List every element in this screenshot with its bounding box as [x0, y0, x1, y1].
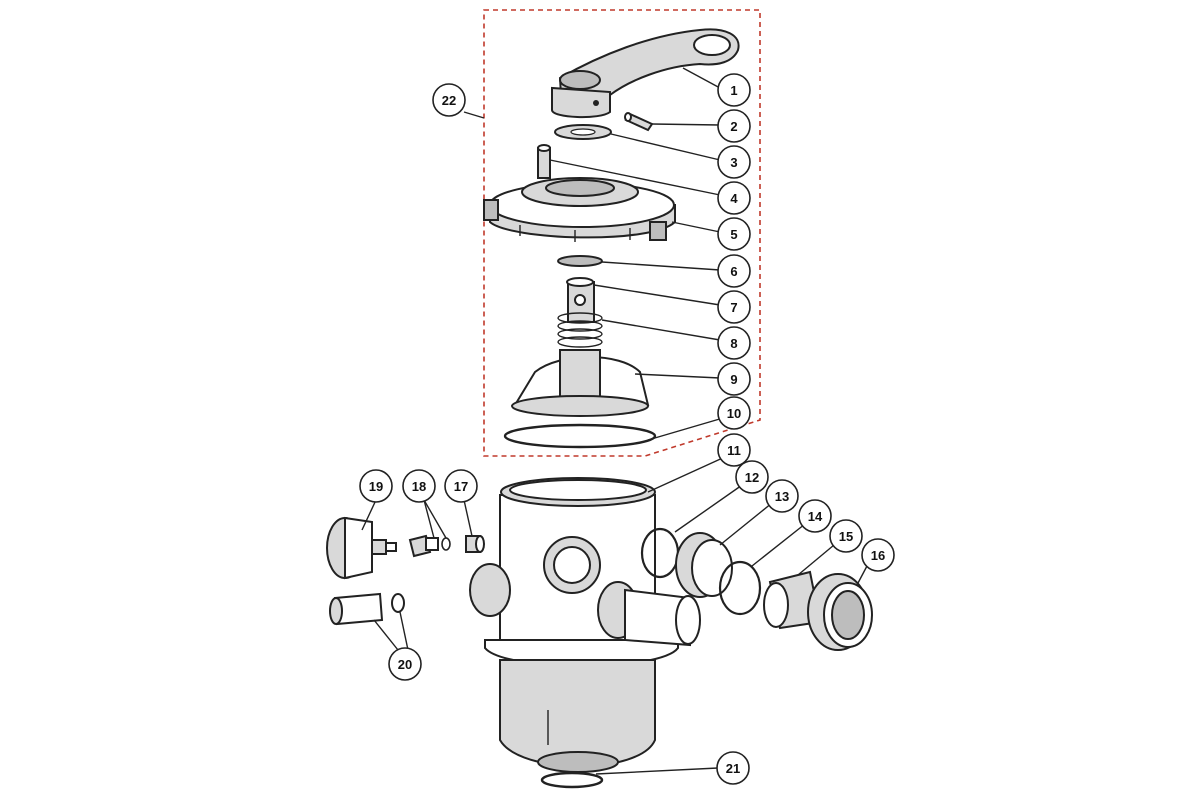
callout-14: 14: [798, 499, 832, 533]
part-5-valve-cover: [483, 177, 676, 242]
svg-text:6: 6: [730, 264, 737, 279]
svg-text:20: 20: [398, 657, 412, 672]
svg-text:19: 19: [369, 479, 383, 494]
svg-text:11: 11: [727, 443, 741, 458]
leader-lines: [361, 67, 868, 775]
callout-20: 20: [388, 647, 422, 681]
callout-4: 4: [717, 181, 751, 215]
svg-text:18: 18: [412, 479, 426, 494]
callout-21: 21: [716, 751, 750, 785]
part-8-spring: [557, 312, 603, 348]
callout-3: 3: [717, 145, 751, 179]
svg-text:15: 15: [839, 529, 853, 544]
svg-text:5: 5: [730, 227, 737, 242]
svg-text:17: 17: [454, 479, 468, 494]
svg-text:3: 3: [730, 155, 737, 170]
callout-11: 11: [717, 433, 751, 467]
callout-1: 1: [717, 73, 751, 107]
part-21-o-ring: [540, 771, 604, 789]
callout-7: 7: [717, 290, 751, 324]
svg-text:16: 16: [871, 548, 885, 563]
callout-22: 22: [432, 83, 466, 117]
assembly-22-frame: [483, 9, 761, 457]
callout-2: 2: [717, 109, 751, 143]
callout-15: 15: [829, 519, 863, 553]
svg-text:22: 22: [442, 93, 456, 108]
svg-text:4: 4: [730, 191, 738, 206]
part-7-spindle: [566, 277, 595, 323]
part-17-plug: [465, 535, 485, 553]
part-11-valve-body: [469, 477, 701, 773]
svg-text:8: 8: [730, 336, 737, 351]
svg-text:21: 21: [726, 761, 740, 776]
part-2-pin: [624, 112, 654, 132]
callout-10: 10: [717, 396, 751, 430]
callout-6: 6: [717, 254, 751, 288]
part-10-o-ring: [503, 423, 657, 449]
part-3-washer: [554, 124, 612, 140]
part-20-sight-glass: [329, 592, 405, 626]
svg-text:2: 2: [730, 119, 737, 134]
callout-12: 12: [735, 460, 769, 494]
callout-5: 5: [717, 217, 751, 251]
callout-18: 18: [402, 469, 436, 503]
part-18-drain-plug: [408, 534, 451, 558]
part-13-union-nut: [675, 532, 733, 598]
callout-19: 19: [359, 469, 393, 503]
part-19-pressure-gauge: [326, 516, 397, 580]
svg-text:12: 12: [745, 470, 759, 485]
callout-17: 17: [444, 469, 478, 503]
part-1-handle: [551, 28, 740, 119]
callout-9: 9: [717, 362, 751, 396]
part-4-indicator-pin: [537, 144, 551, 179]
svg-text:7: 7: [730, 300, 737, 315]
callout-16: 16: [861, 538, 895, 572]
part-6-o-ring: [557, 255, 603, 267]
svg-text:14: 14: [808, 509, 823, 524]
svg-text:9: 9: [730, 372, 737, 387]
svg-text:10: 10: [727, 406, 741, 421]
callout-8: 8: [717, 326, 751, 360]
callout-13: 13: [765, 479, 799, 513]
svg-text:13: 13: [775, 489, 789, 504]
part-16-union: [807, 573, 873, 651]
svg-text:1: 1: [730, 83, 737, 98]
part-14-o-ring: [718, 560, 762, 616]
part-9-rotor: [511, 349, 650, 417]
